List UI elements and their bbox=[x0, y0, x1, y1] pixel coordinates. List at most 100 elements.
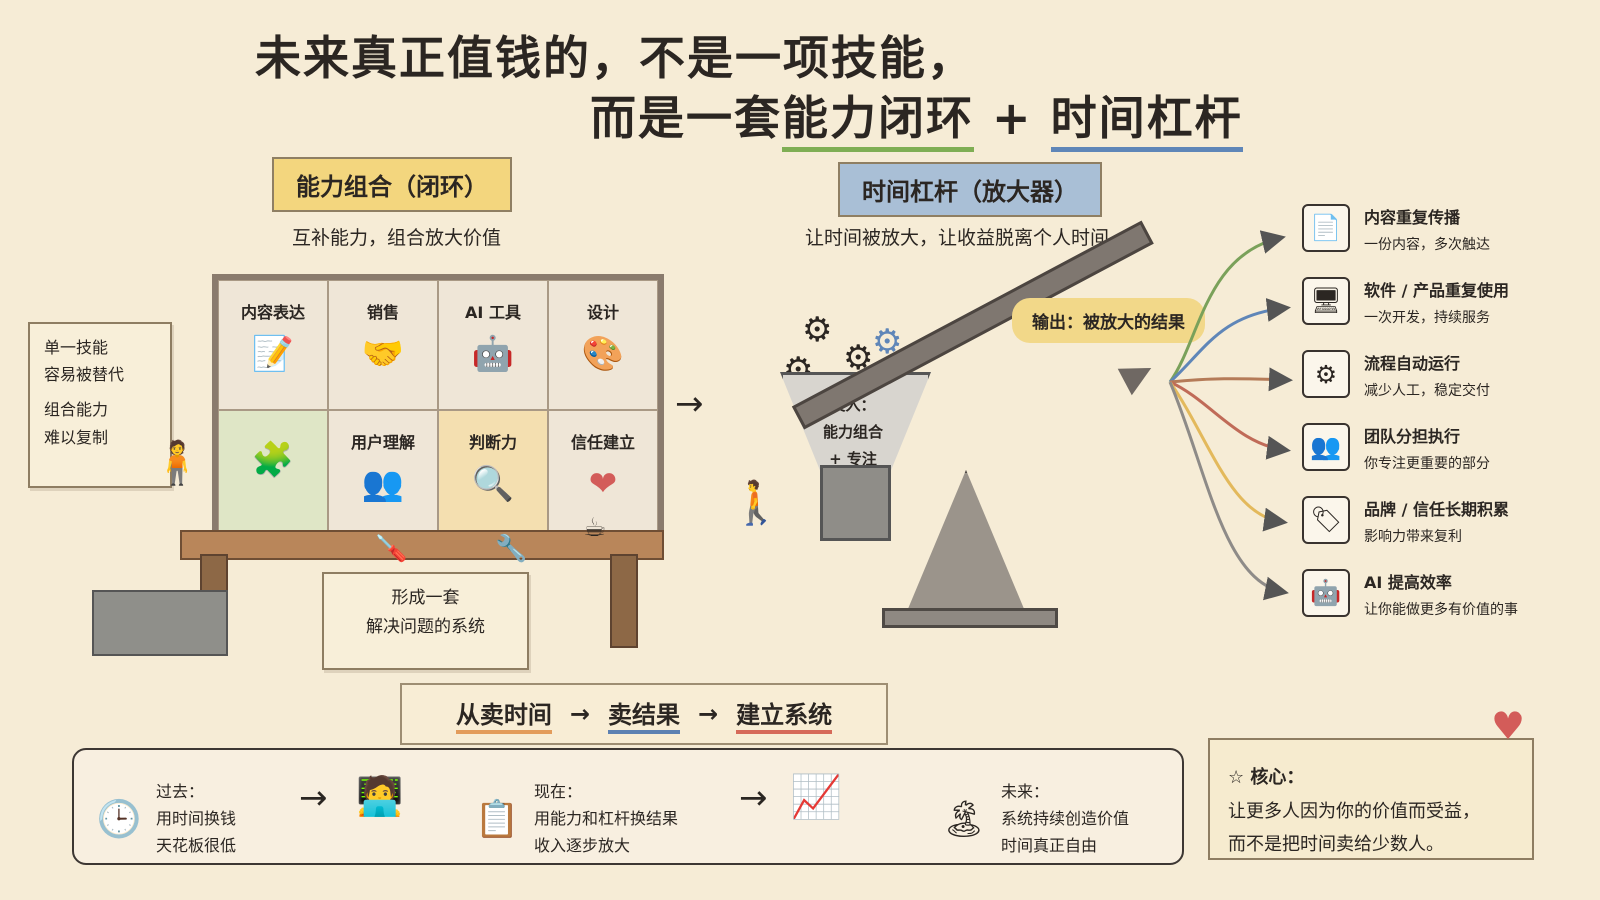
time-leverage-subtitle: 让时间被放大，让收益脱离个人时间 bbox=[805, 227, 1110, 249]
person-with-puzzle-icon: 🧍 bbox=[151, 438, 204, 487]
timeline-title: 现在： bbox=[534, 782, 583, 801]
output-item-software: 🖥 软件 / 产品重复使用 一次开发，持续服务 bbox=[1302, 277, 1584, 350]
heart-icon: ♥ bbox=[1491, 704, 1526, 748]
ability-content-expression: 内容表达 📝 bbox=[218, 280, 328, 410]
timeline-future: 🏝 未来： 系统持续创造价值 时间真正自由 bbox=[939, 778, 1129, 860]
person-laptop-icon: 🧑‍💻 bbox=[356, 774, 404, 818]
cell-label: 设计 bbox=[586, 303, 619, 322]
document-pen-icon: 📝 bbox=[251, 334, 295, 374]
page-title-line-2: 而是一套能力闭环 + 时间杠杆 bbox=[590, 82, 1243, 152]
timeline-line-1: 系统持续创造价值 bbox=[1001, 809, 1130, 829]
timeline-arrow-icon: → bbox=[739, 778, 768, 818]
ability-trust-building: 信任建立 ❤ bbox=[548, 410, 658, 540]
wrench-icon: 🔧 bbox=[495, 534, 528, 564]
ability-combo-subtitle: 互补能力，组合放大价值 bbox=[292, 227, 502, 249]
output-item-team: 👥 团队分担执行 你专注更重要的部分 bbox=[1302, 423, 1584, 496]
note-line-4: 难以复制 bbox=[44, 427, 109, 447]
core-message-note: ☆ 核心： 让更多人因为你的价值而受益， 而不是把时间卖给少数人。 bbox=[1208, 738, 1534, 860]
core-title: ☆ 核心： bbox=[1228, 762, 1516, 794]
output-item-brand: 🏷 品牌 / 信任长期积累 影响力带来复利 bbox=[1302, 496, 1584, 569]
checklist-icon: 📋 bbox=[474, 798, 520, 840]
output-title: 品牌 / 信任长期积累 bbox=[1364, 500, 1509, 519]
ability-user-understanding: 用户理解 👥 bbox=[328, 410, 438, 540]
toolbox-icon bbox=[92, 590, 228, 656]
output-arrows bbox=[1168, 230, 1293, 601]
cell-label: 内容表达 bbox=[240, 303, 305, 322]
ability-sales: 销售 🤝 bbox=[328, 280, 438, 410]
timeline-title: 未来： bbox=[1001, 782, 1050, 801]
robot-icon: 🤖 bbox=[1302, 569, 1350, 617]
page-title-line-1: 未来真正值钱的，不是一项技能， bbox=[255, 31, 975, 85]
output-title: 流程自动运行 bbox=[1364, 354, 1461, 373]
output-item-automation: ⚙ 流程自动运行 减少人工，稳定交付 bbox=[1302, 350, 1584, 423]
timeline-title: 过去： bbox=[156, 782, 205, 801]
ability-puzzle-piece: 🧩 bbox=[218, 410, 328, 540]
screwdriver-icon: 🪛 bbox=[375, 534, 408, 564]
output-title: 内容重复传播 bbox=[1364, 208, 1461, 227]
ability-ai-tools: AI 工具 🤖 bbox=[438, 280, 548, 410]
document-icon: 📄 bbox=[1302, 204, 1350, 252]
flow-step-build-system: 建立系统 bbox=[736, 695, 833, 734]
arrow-blue bbox=[1168, 298, 1291, 384]
lever-fulcrum bbox=[905, 470, 1027, 616]
users-icon: 👥 bbox=[361, 464, 405, 504]
system-note-line-1: 形成一套 bbox=[391, 588, 460, 608]
value-flow-banner: 从卖时间 → 卖结果 → 建立系统 bbox=[400, 683, 888, 745]
lever-arrow-icon bbox=[1117, 354, 1159, 396]
flow-arrow-icon: → bbox=[698, 700, 719, 728]
title-highlight-ability-loop: 能力闭环 bbox=[782, 91, 974, 152]
title-plus: + bbox=[974, 91, 1051, 145]
title-prefix: 而是一套 bbox=[590, 91, 782, 145]
output-desc: 一份内容，多次触达 bbox=[1364, 237, 1490, 253]
output-title: 软件 / 产品重复使用 bbox=[1364, 281, 1509, 300]
lever-base bbox=[882, 608, 1058, 628]
funnel-line-2: 能力组合 bbox=[822, 423, 883, 441]
arrow-yellow bbox=[1168, 381, 1288, 532]
palette-icon: 🎨 bbox=[581, 334, 625, 374]
island-icon: 🏝 bbox=[941, 798, 987, 840]
output-desc: 减少人工，稳定交付 bbox=[1364, 383, 1490, 399]
core-line-1: 让更多人因为你的价值而受益， bbox=[1228, 801, 1480, 823]
ability-puzzle-board: 内容表达 📝 销售 🤝 AI 工具 🤖 设计 🎨 🧩 用户理解 👥 判断力 🔍 bbox=[212, 274, 664, 546]
left-to-middle-arrow-icon: → bbox=[675, 384, 704, 424]
note-spacer bbox=[44, 388, 156, 396]
timeline-arrow-icon: → bbox=[299, 778, 328, 818]
system-formation-note: 形成一套 解决问题的系统 bbox=[322, 572, 529, 670]
note-line-3: 组合能力 bbox=[44, 400, 109, 420]
output-item-ai: 🤖 AI 提高效率 让你能做更多有价值的事 bbox=[1302, 569, 1584, 642]
cell-label: 销售 bbox=[366, 303, 399, 322]
cell-label: 用户理解 bbox=[350, 433, 415, 452]
magnifier-icon: 🔍 bbox=[471, 464, 515, 504]
output-title: 团队分担执行 bbox=[1364, 427, 1461, 446]
workbench bbox=[180, 530, 664, 560]
team-icon: 👥 bbox=[1302, 423, 1350, 471]
output-desc: 影响力带来复利 bbox=[1364, 529, 1462, 545]
workbench-right-leg bbox=[610, 554, 638, 648]
puzzle-icon: 🧩 bbox=[251, 440, 295, 480]
core-title-text: 核心： bbox=[1250, 767, 1305, 788]
core-line-2: 而不是把时间卖给少数人。 bbox=[1228, 833, 1444, 855]
gear-icon: ⚙ bbox=[802, 310, 833, 350]
ability-design: 设计 🎨 bbox=[548, 280, 658, 410]
title-highlight-time-leverage: 时间杠杆 bbox=[1050, 91, 1243, 152]
note-line-1: 单一技能 bbox=[44, 338, 109, 357]
flow-arrow-icon: → bbox=[569, 700, 590, 728]
timeline-line-1: 用能力和杠杆换结果 bbox=[534, 809, 679, 829]
system-note-line-2: 解决问题的系统 bbox=[366, 616, 485, 637]
funnel-line-3: + 专注 bbox=[829, 450, 877, 468]
robot-icon: 🤖 bbox=[471, 334, 515, 374]
output-desc: 让你能做更多有价值的事 bbox=[1364, 602, 1518, 618]
arrow-brown bbox=[1169, 367, 1293, 392]
arrow-green bbox=[1168, 230, 1286, 383]
output-desc: 你专注更重要的部分 bbox=[1364, 456, 1490, 472]
timeline-line-2: 天花板很低 bbox=[156, 836, 237, 856]
output-desc: 一次开发，持续服务 bbox=[1364, 310, 1490, 326]
tag-icon: 🏷 bbox=[1302, 496, 1350, 544]
timeline-past: 🕒 过去： 用时间换钱 天花板很低 bbox=[94, 778, 236, 860]
star-icon: ☆ bbox=[1228, 767, 1245, 788]
person-pushing-icon: 🚶 bbox=[730, 478, 783, 527]
timeline-line-2: 时间真正自由 bbox=[1001, 836, 1098, 856]
cell-label: 信任建立 bbox=[570, 433, 635, 452]
timeline-panel: 🕒 过去： 用时间换钱 天花板很低 → 🧑‍💻 📋 现在： 用能力和杠杆换结果 … bbox=[72, 748, 1184, 865]
handshake-icon: 🤝 bbox=[361, 334, 405, 374]
